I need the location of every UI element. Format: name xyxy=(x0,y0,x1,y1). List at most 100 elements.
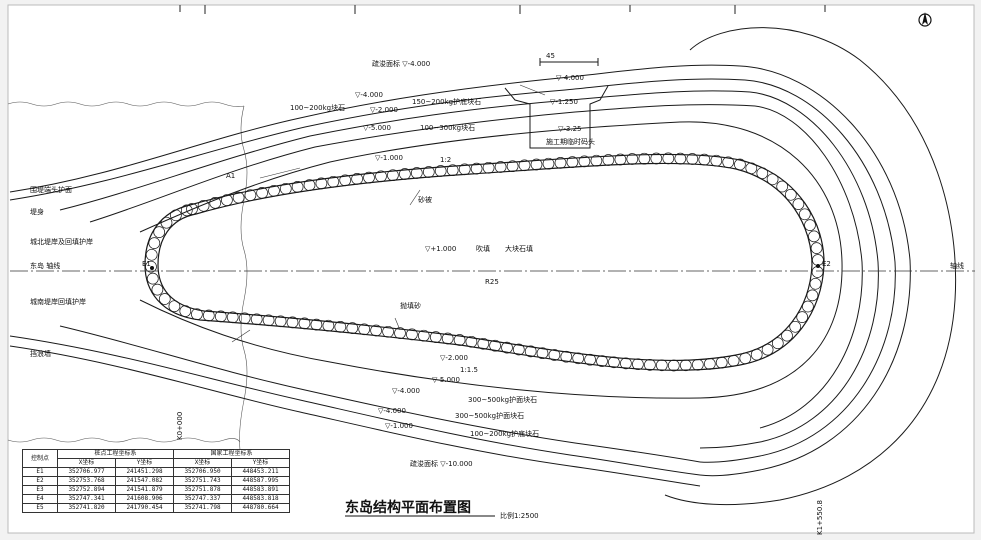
table-header-row: 控制点 桩点工程坐标系 国家工程坐标系 xyxy=(22,449,290,468)
armor-unit xyxy=(363,171,375,184)
armor-unit xyxy=(358,323,371,336)
existing-land-hatch xyxy=(7,101,248,451)
label-center-elev: ▽+1.000 xyxy=(425,245,456,253)
table-row: E4 352747.341 241608.906 352747.337 4485… xyxy=(22,494,290,504)
armor-unit xyxy=(638,152,651,165)
armor-unit xyxy=(674,152,687,165)
label-belt-s: 抛填砂 xyxy=(400,301,421,310)
armor-unit xyxy=(310,318,323,331)
armor-unit xyxy=(262,314,275,327)
armor-unit xyxy=(429,331,442,343)
label-vertical-note: K0+000 xyxy=(176,412,184,440)
armor-unit xyxy=(792,198,805,210)
armor-unit xyxy=(626,153,639,165)
armor-unit xyxy=(214,310,227,323)
armor-unit xyxy=(382,325,394,338)
armor-unit xyxy=(590,154,603,167)
armor-unit xyxy=(291,181,304,193)
armor-unit xyxy=(667,359,680,372)
table-header-cell: 桩点工程坐标系 xyxy=(57,449,174,459)
label-rock-s3: 100~200kg护底块石 xyxy=(470,429,539,438)
armor-unit xyxy=(512,343,525,356)
label-west-c: 城北堤岸及回填护岸 xyxy=(30,237,93,246)
label-elev-s4: ▽-4.000 xyxy=(378,407,406,415)
armor-unit xyxy=(482,161,495,174)
armor-unit xyxy=(226,311,239,324)
axis-point-west xyxy=(150,266,154,270)
armor-unit xyxy=(784,188,797,201)
label-east-axis: 轴线 xyxy=(950,261,964,270)
armor-unit xyxy=(274,315,287,328)
armor-unit xyxy=(446,164,459,177)
armor-unit xyxy=(160,216,173,229)
armor-unit xyxy=(394,327,406,339)
table-cell: 352741.820 xyxy=(57,503,116,513)
armor-unit xyxy=(614,153,627,166)
armor-unit xyxy=(761,343,774,356)
armor-unit xyxy=(766,173,779,186)
armor-unit xyxy=(232,191,245,204)
armor-unit xyxy=(146,272,159,285)
armor-unit xyxy=(370,324,382,337)
label-marker-left: E1 xyxy=(142,260,151,268)
table-cell: 352747.341 xyxy=(57,494,116,504)
armor-unit xyxy=(566,156,579,168)
armor-unit xyxy=(756,167,769,180)
armor-unit xyxy=(209,197,222,209)
armor-unit xyxy=(572,352,585,365)
label-elev-n1: ▽-4.000 xyxy=(355,91,383,99)
armor-unit xyxy=(465,335,478,348)
armor-unit xyxy=(530,158,543,171)
armor-unit xyxy=(315,177,328,190)
label-elev-s5: ▽-1.000 xyxy=(385,422,413,430)
armor-unit xyxy=(698,153,711,166)
table-subheader-cell: Y坐标 xyxy=(231,458,290,468)
table-row: E5 352741.820 241790.454 352741.798 4487… xyxy=(22,503,290,513)
table-cell: E4 xyxy=(22,494,58,504)
armor-unit xyxy=(477,337,490,350)
label-rock-s2: 300~500kg护面块石 xyxy=(455,411,524,420)
armor-unit xyxy=(686,153,699,165)
breakwater-outlines xyxy=(9,27,957,506)
label-elev-notch2: ▽-1.250 xyxy=(550,98,578,106)
table-subheader-row: X坐标 Y坐标 X坐标 Y坐标 xyxy=(23,458,290,468)
armor-unit xyxy=(244,189,257,202)
armor-unit xyxy=(250,313,263,326)
table-cell: 241790.454 xyxy=(115,503,174,513)
label-elev-s2: ▽-5.000 xyxy=(432,376,460,384)
label-west-a: 围堤端头护面 xyxy=(30,185,72,194)
armor-unit xyxy=(608,356,620,369)
armor-unit xyxy=(560,350,573,363)
armor-unit xyxy=(197,199,210,212)
label-belt-n: 砂被 xyxy=(418,195,432,204)
label-rock-s1: 300~500kg护面块石 xyxy=(468,395,537,404)
table-cell: 448583.891 xyxy=(231,485,290,495)
table-cell: 241541.879 xyxy=(115,485,174,495)
table-cell: 241608.906 xyxy=(115,494,174,504)
label-vertical-note2: K1+550.8 xyxy=(816,500,824,535)
table-header-cell: 国家工程坐标系 xyxy=(173,449,290,459)
armor-unit xyxy=(548,349,561,361)
table-cell: 352751.878 xyxy=(173,485,232,495)
armor-unit xyxy=(506,160,519,173)
label-edge-l3: A1 xyxy=(226,172,235,180)
table-cell: E5 xyxy=(22,503,58,513)
armor-unit xyxy=(602,154,615,166)
table-cell: 448780.664 xyxy=(231,503,290,513)
drawing-title: 东岛结构平面布置图 xyxy=(345,499,471,516)
armor-unit xyxy=(298,317,311,330)
armor-unit xyxy=(179,305,192,317)
armor-unit xyxy=(191,308,203,321)
armor-unit xyxy=(339,174,352,187)
armor-unit xyxy=(796,311,809,323)
armor-unit xyxy=(776,180,789,193)
label-west-e: 挡浪墙 xyxy=(30,349,51,358)
label-rock-n1: 150~200kg护底块石 xyxy=(412,97,481,106)
armor-unit xyxy=(745,162,758,175)
table-cell: 352747.337 xyxy=(173,494,232,504)
armor-unit xyxy=(632,358,644,371)
label-elev-s1: ▽-2.000 xyxy=(440,354,468,362)
armor-unit xyxy=(806,289,819,302)
armor-unit xyxy=(387,169,399,182)
